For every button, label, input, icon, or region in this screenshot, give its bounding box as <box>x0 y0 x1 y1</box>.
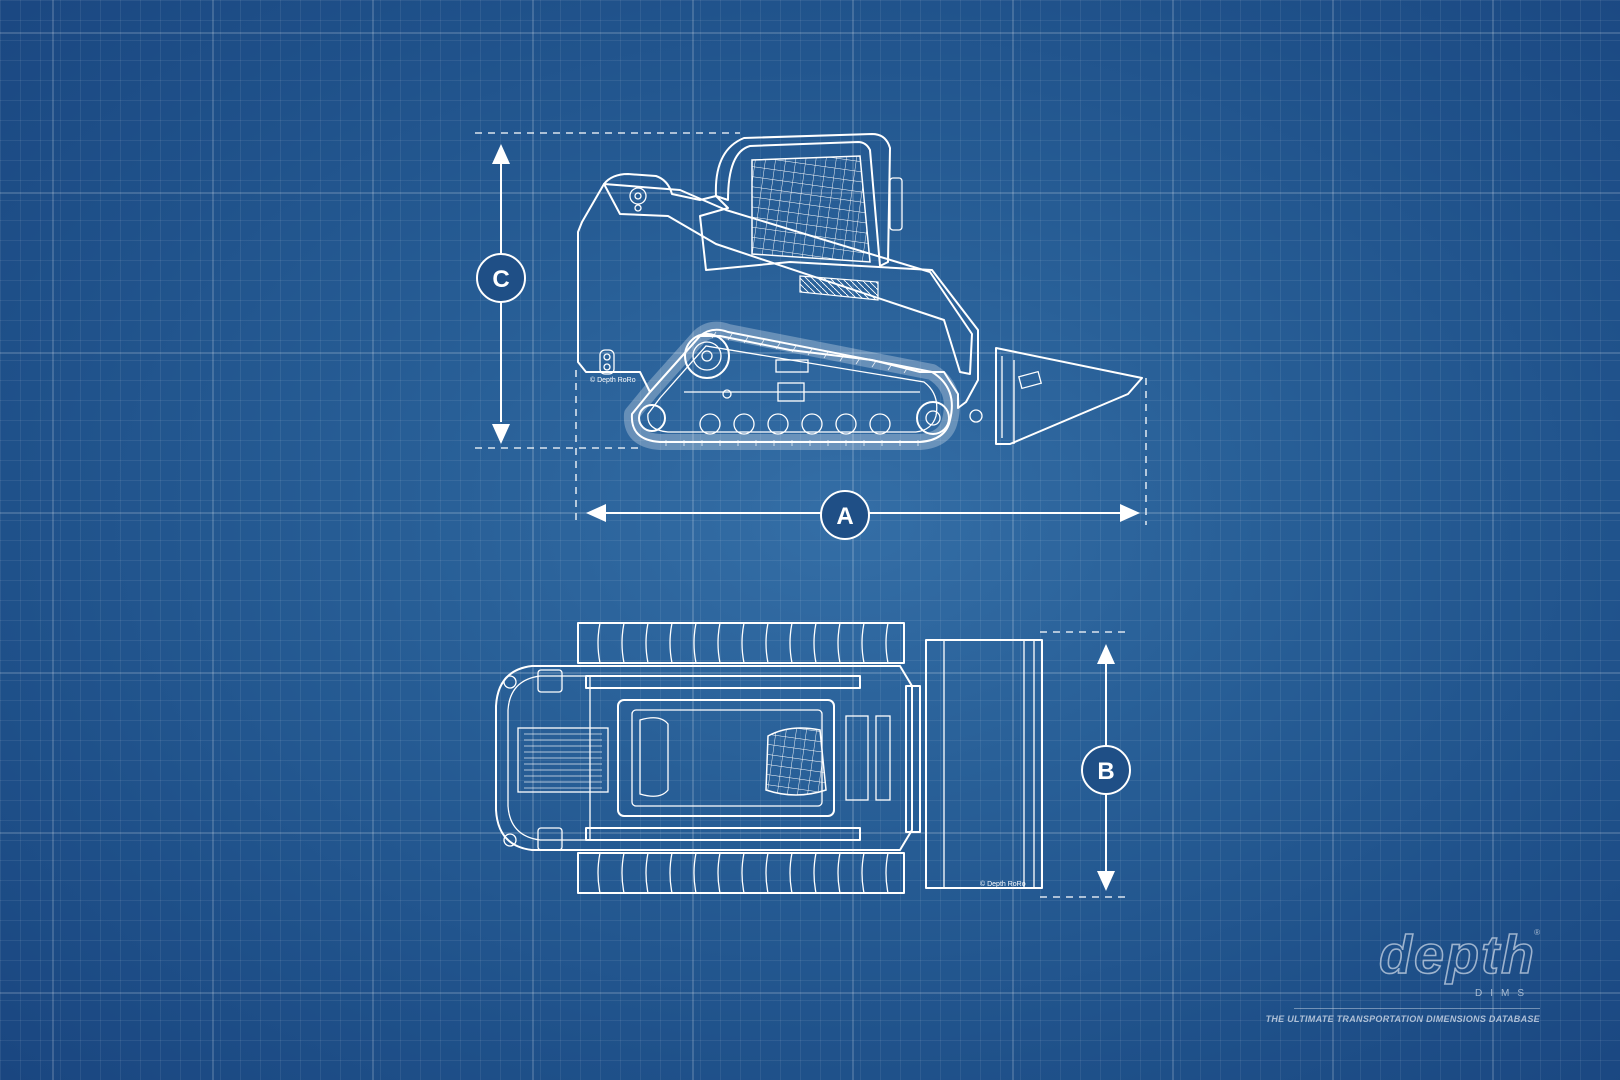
height-label: C <box>492 266 509 293</box>
height-arrow-top <box>492 144 510 164</box>
rear-light-bottom <box>537 827 563 851</box>
roof-hatch <box>639 717 669 797</box>
top-view-watermark: © Depth RoRo <box>980 880 1026 888</box>
front-crossbar <box>845 715 869 801</box>
rear-light-top <box>537 669 563 693</box>
track-glow <box>623 321 960 450</box>
engine-cover <box>507 675 591 841</box>
drive-sprocket-hub <box>701 350 713 362</box>
logo-registered-mark: ® <box>1534 928 1540 937</box>
lift-arm-top <box>585 675 861 689</box>
height-arrow-bottom <box>492 424 510 444</box>
length-badge <box>820 490 870 540</box>
logo-divider <box>1294 1008 1540 1009</box>
length-label: A <box>836 503 853 530</box>
cab-handle <box>889 177 903 231</box>
side-view: © Depth RoRo C A <box>475 132 1147 540</box>
lift-arm <box>603 183 973 375</box>
drive-sprocket <box>684 333 730 379</box>
bucket-pivot <box>969 409 983 423</box>
length-arrow-left <box>586 504 606 522</box>
rear-hitch <box>599 349 615 375</box>
track-frame-plate <box>777 382 805 402</box>
depth-dims-logo: depth ® DIMS THE ULTIMATE TRANSPORTATION… <box>1266 925 1540 1028</box>
cab-roof <box>617 699 835 817</box>
side-view-watermark: © Depth RoRo <box>590 376 636 384</box>
track-bottom <box>577 852 905 894</box>
top-body-outline <box>495 665 913 851</box>
bucket-top <box>925 639 1043 889</box>
lift-arm-bottom <box>585 827 861 841</box>
drive-sprocket-inner <box>692 341 722 371</box>
lift-arm-pivot <box>629 187 647 205</box>
cab-frame <box>714 133 891 267</box>
track-inner <box>647 345 938 433</box>
width-arrow-bottom <box>1097 871 1115 891</box>
logo-wordmark: depth <box>1378 925 1536 985</box>
width-arrow-top <box>1097 644 1115 664</box>
height-badge <box>476 253 526 303</box>
bucket-plate <box>1017 370 1043 390</box>
logo-tagline: THE ULTIMATE TRANSPORTATION DIMENSIONS D… <box>1265 1014 1540 1024</box>
track-grousers <box>597 622 889 894</box>
logo-subtitle: DIMS <box>1475 988 1532 999</box>
length-arrow-right <box>1120 504 1140 522</box>
track-outline <box>630 328 953 443</box>
width-badge <box>1081 745 1131 795</box>
engine-grille <box>517 727 609 793</box>
top-view: © Depth RoRo B <box>495 622 1131 898</box>
road-wheels <box>638 401 950 435</box>
width-label: B <box>1097 758 1114 785</box>
track-top <box>577 622 905 664</box>
quick-attach <box>905 685 921 833</box>
side-vent <box>799 275 879 301</box>
front-cage <box>765 727 827 796</box>
bucket <box>995 347 1143 445</box>
chassis-body <box>577 173 979 409</box>
cab-window-mesh <box>751 155 871 263</box>
